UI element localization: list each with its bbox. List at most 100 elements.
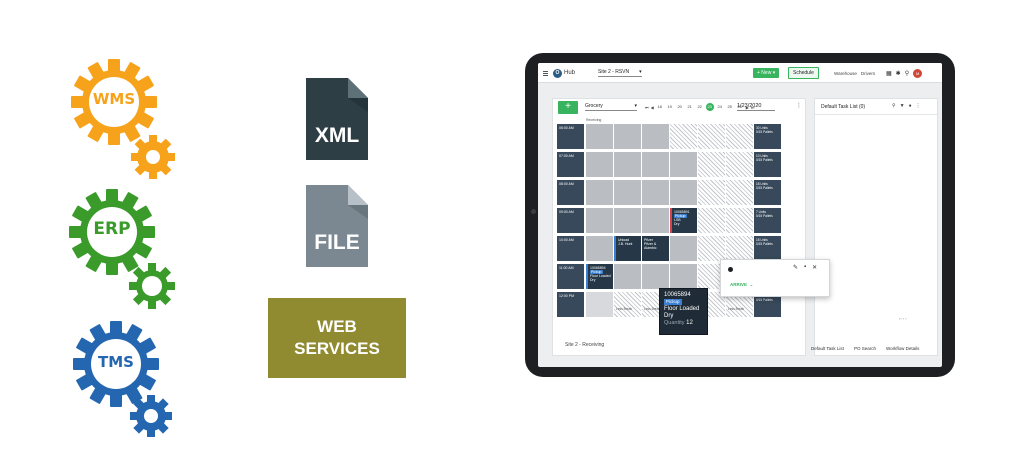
- top-icons: ▦ ✱ ⚲ M: [886, 63, 923, 83]
- appointment-card[interactable]: Unload J.B. Hunt: [614, 236, 641, 261]
- app-screen: O Hub Site 2 - RSVN▾ + New ▾ Schedule Wa…: [538, 63, 942, 367]
- slot[interactable]: [642, 264, 669, 289]
- more-icon[interactable]: ⋮: [796, 103, 802, 109]
- time-cell: 06:00 AM: [557, 124, 584, 149]
- day-25[interactable]: 25: [727, 104, 732, 109]
- tab-po-search[interactable]: PO Search: [853, 346, 876, 351]
- grid-view-icon[interactable]: ▦: [886, 70, 892, 77]
- appt-line: Pfizer &: [644, 242, 657, 246]
- appointment-card[interactable]: Pfizer Pfizer & Alambic: [642, 236, 669, 261]
- day-19[interactable]: 19: [667, 104, 672, 109]
- day-21[interactable]: 21: [687, 104, 692, 109]
- slot-label: Less Break: [616, 307, 632, 311]
- slot[interactable]: [614, 124, 641, 149]
- erp-gear-icon: [69, 189, 155, 275]
- wms-label: WMS: [92, 90, 136, 108]
- edit-icon[interactable]: ✎: [793, 265, 799, 271]
- pallets-text: 0/15 Pallets: [756, 130, 773, 134]
- menu-icon[interactable]: [541, 63, 549, 83]
- slot[interactable]: [614, 208, 641, 233]
- units-text: 18 Units: [756, 182, 768, 186]
- slot[interactable]: [642, 124, 669, 149]
- arrive-status[interactable]: ARRIVE ⌄: [730, 282, 753, 288]
- slot[interactable]: [670, 264, 697, 289]
- tab-workflow-details[interactable]: Workflow Details: [885, 346, 920, 351]
- slot[interactable]: [642, 152, 669, 177]
- new-button[interactable]: + New ▾: [753, 68, 780, 78]
- time-cell: 08:00 AM: [557, 180, 584, 205]
- slot[interactable]: [670, 180, 697, 205]
- slot[interactable]: [642, 180, 669, 205]
- blocked-slot: [698, 152, 725, 177]
- slot[interactable]: [586, 236, 613, 261]
- appt-line: J.B. Hunt: [618, 242, 633, 246]
- site-value: Site 2 - RSVN: [598, 69, 630, 75]
- day-26[interactable]: 26: [737, 104, 742, 109]
- date-field[interactable]: 1/23/2020: [737, 103, 775, 111]
- next-icon[interactable]: ▶: [745, 104, 749, 110]
- date-strip: ⏮ ◀ 18 19 20 21 22 23 24 25 26 ▶ ⏭: [645, 100, 754, 114]
- units-text: 18 Units: [756, 238, 768, 242]
- day-24[interactable]: 24: [717, 104, 722, 109]
- slot[interactable]: [586, 124, 613, 149]
- add-appointment-button[interactable]: +: [558, 101, 578, 114]
- quantity-label: Quantity: [664, 320, 685, 326]
- appt-line: Dry: [590, 278, 596, 282]
- tms-gear-icon: [73, 321, 159, 407]
- day-20[interactable]: 20: [677, 104, 682, 109]
- appt-line: Floor Loaded: [590, 274, 611, 278]
- slot[interactable]: [614, 152, 641, 177]
- filter-icon[interactable]: ▼: [899, 103, 905, 109]
- blocked-slot: [726, 124, 753, 149]
- slot[interactable]: [586, 152, 613, 177]
- pallets-text: 0/15 Pallets: [756, 214, 773, 218]
- tooltip-tag: Pickup: [664, 299, 682, 305]
- time-cell: 07:00 AM: [557, 152, 584, 177]
- appointment-card[interactable]: 10065894 Pickup Floor Loaded Dry: [586, 264, 613, 289]
- day-22[interactable]: 22: [697, 104, 702, 109]
- new-label: + New: [757, 70, 772, 76]
- first-page-icon[interactable]: ⏮: [645, 104, 649, 110]
- last-page-icon[interactable]: ⏭: [750, 104, 755, 110]
- search-icon[interactable]: ⚲: [904, 70, 910, 77]
- avatar[interactable]: M: [913, 68, 923, 78]
- dock-select[interactable]: Grocery▾: [585, 103, 637, 111]
- blocked-slot: [698, 236, 725, 261]
- slot[interactable]: [614, 180, 641, 205]
- appt-line: Dry: [674, 222, 680, 226]
- blocked-slot: [726, 180, 753, 205]
- site-select[interactable]: Site 2 - RSVN▾: [598, 63, 642, 83]
- warehouse-link[interactable]: Warehouse: [834, 70, 857, 76]
- divider: [815, 114, 937, 115]
- appt-id: 10065891: [674, 210, 690, 214]
- slot[interactable]: [586, 180, 613, 205]
- more-icon[interactable]: ⋮: [915, 103, 921, 109]
- gear-icon[interactable]: ✱: [895, 70, 901, 77]
- day-18[interactable]: 18: [657, 104, 662, 109]
- dock-value: Grocery: [585, 103, 603, 109]
- day-23-active[interactable]: 23: [705, 103, 714, 111]
- app-logo[interactable]: O Hub: [553, 63, 575, 83]
- slot[interactable]: [614, 264, 641, 289]
- trash-icon[interactable]: ▪: [804, 264, 807, 270]
- tab-default-task-list[interactable]: Default Task List: [811, 346, 844, 351]
- slot[interactable]: [642, 208, 669, 233]
- units-text: 7 Units: [756, 210, 766, 214]
- slot[interactable]: [586, 208, 613, 233]
- drivers-link[interactable]: Drivers: [860, 70, 876, 76]
- pallets-text: 0/15 Pallets: [756, 158, 773, 162]
- pager[interactable]: ‹‹ ‹ ›: [899, 316, 907, 321]
- user-icon[interactable]: ●: [908, 103, 912, 109]
- slot[interactable]: [670, 152, 697, 177]
- top-bar: O Hub Site 2 - RSVN▾ + New ▾ Schedule Wa…: [538, 63, 942, 83]
- prev-icon[interactable]: ◀: [650, 104, 654, 110]
- slot[interactable]: [670, 236, 697, 261]
- slot[interactable]: [586, 292, 613, 317]
- schedule-button[interactable]: Schedule: [788, 67, 819, 79]
- appointment-card[interactable]: 10065891 Pickup LSB Dry: [670, 208, 697, 233]
- close-icon[interactable]: ✕: [812, 265, 818, 271]
- small-gear-icon: [131, 135, 175, 179]
- search-icon[interactable]: ⚲: [892, 103, 896, 109]
